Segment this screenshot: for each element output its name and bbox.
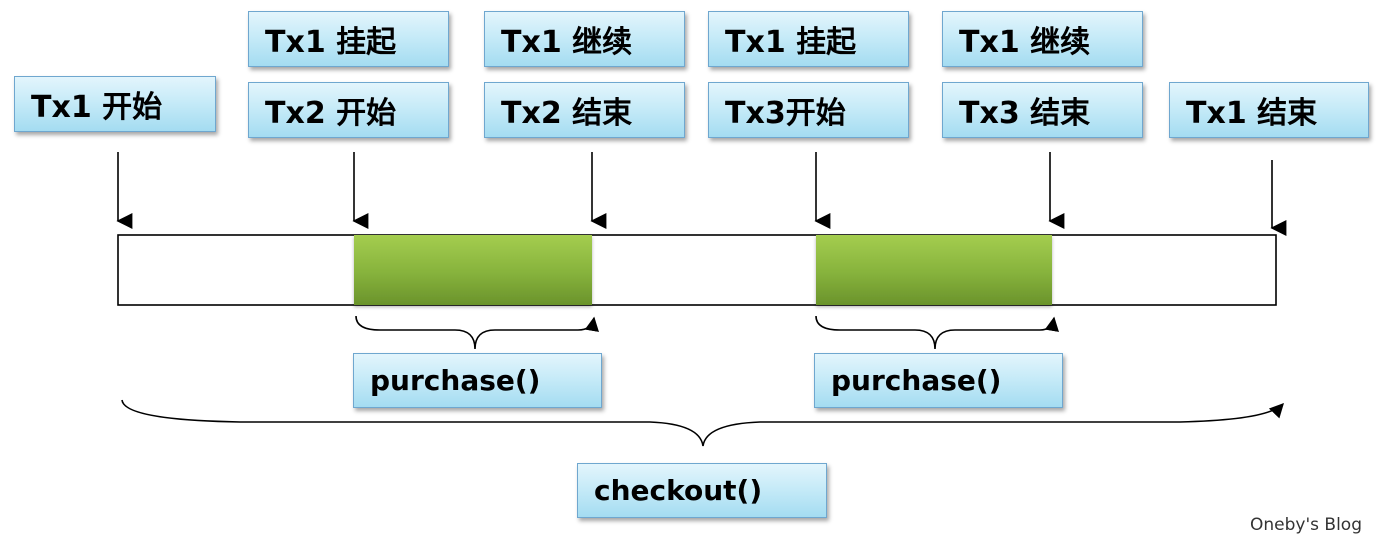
label-purchase-a: purchase() — [353, 353, 602, 408]
label-tx1-resume-a: Tx1 继续 — [484, 11, 685, 67]
brace-purchase-b — [815, 315, 1059, 350]
label-tx1-suspend-b: Tx1 挂起 — [708, 11, 909, 67]
label-tx1-suspend-a: Tx1 挂起 — [248, 11, 449, 67]
watermark: Oneby's Blog — [1250, 515, 1362, 535]
label-tx3-end: Tx3 结束 — [942, 82, 1143, 138]
tx2-segment — [354, 235, 592, 305]
label-tx1-start: Tx1 开始 — [14, 76, 216, 132]
label-purchase-b: purchase() — [814, 353, 1063, 408]
tx3-segment — [816, 235, 1052, 305]
label-tx1-resume-b: Tx1 继续 — [942, 11, 1143, 67]
label-tx2-start: Tx2 开始 — [248, 82, 449, 138]
label-tx2-end: Tx2 结束 — [484, 82, 685, 138]
timeline-bar — [117, 234, 1277, 306]
label-tx1-end: Tx1 结束 — [1169, 82, 1369, 138]
brace-checkout — [121, 399, 1284, 447]
label-checkout: checkout() — [577, 463, 827, 518]
label-tx3-start: Tx3开始 — [708, 82, 909, 138]
brace-purchase-a — [355, 315, 599, 350]
